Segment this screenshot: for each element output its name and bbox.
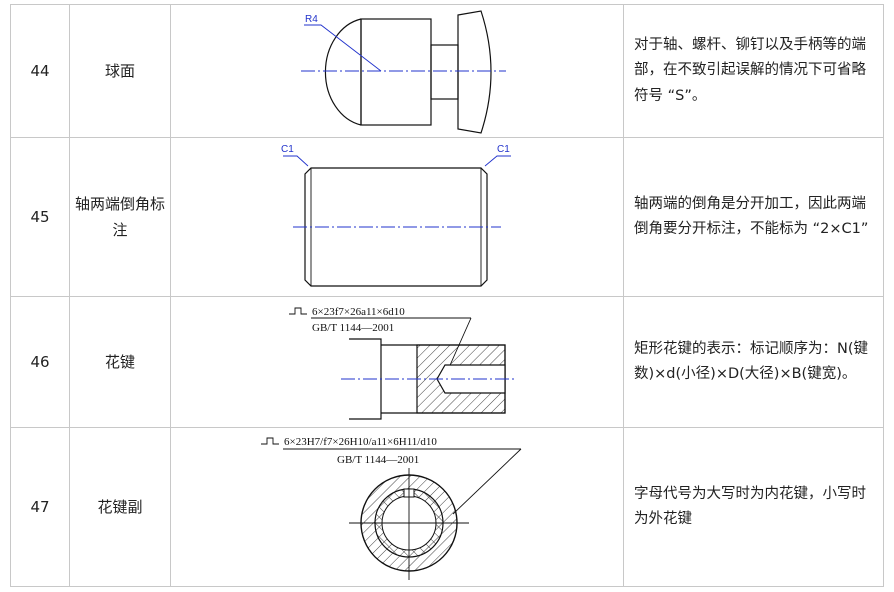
row-name: 球面: [69, 4, 171, 138]
spline-standard: GB/T 1144—2001: [312, 322, 394, 334]
spline-symbol-icon: [289, 307, 307, 315]
row-name: 轴两端倒角标注: [69, 137, 171, 297]
row-number: 44: [10, 4, 70, 138]
reference-table: 44 球面 R4 对于轴、螺杆、铆钉以及手柄等的端部，在不致引起误解的情况下可省…: [10, 4, 884, 587]
row-name: 花键副: [69, 427, 171, 587]
row-number: 45: [10, 137, 70, 297]
row-description: 字母代号为大写时为内花键，小写时为外花键: [623, 427, 884, 587]
table-row: 45 轴两端倒角标注 C1 C1 轴两端的倒角是分开加工，因此两端倒角要分开标注…: [10, 137, 884, 297]
row-description: 对于轴、螺杆、铆钉以及手柄等的端部，在不致引起误解的情况下可省略符号 “S”。: [623, 4, 884, 138]
chamfer-figure: C1 C1: [170, 137, 624, 297]
spherical-end-figure: R4: [170, 4, 624, 138]
chamfer-label-left: C1: [281, 144, 294, 155]
spline-figure: 6×23f7×26a11×6d10 GB/T 1144—2001: [170, 296, 624, 428]
row-name: 花键: [69, 296, 171, 428]
bore-outline: [436, 364, 506, 394]
row-number: 46: [10, 296, 70, 428]
chamfer-label-right: C1: [497, 144, 510, 155]
head-outline: [457, 10, 492, 134]
row-number: 47: [10, 427, 70, 587]
chamfer-drawing: C1 C1: [281, 144, 511, 287]
table-row: 46 花键 6×23f7×26a11×6d10 GB/T 1144—2001: [10, 296, 884, 428]
spline-symbol-icon: [261, 437, 279, 445]
radius-label: R4: [305, 14, 318, 25]
chamfer-leader-right: [484, 155, 511, 167]
spline-code: 6×23H7/f7×26H10/a11×6H11/d10: [284, 436, 437, 448]
spline-pair-drawing: 6×23H7/f7×26H10/a11×6H11/d10 GB/T 1144—2…: [261, 436, 522, 580]
leader-line: [452, 448, 522, 515]
spline-standard: GB/T 1144—2001: [337, 454, 419, 466]
body-outline: [360, 18, 432, 126]
spline-code: 6×23f7×26a11×6d10: [312, 306, 405, 318]
row-description: 轴两端的倒角是分开加工，因此两端倒角要分开标注，不能标为 “2×C1”: [623, 137, 884, 297]
neck-outline: [430, 44, 459, 100]
chamfer-leader-left: [283, 155, 309, 167]
sphere-arc: [324, 18, 362, 126]
table-row: 44 球面 R4 对于轴、螺杆、铆钉以及手柄等的端部，在不致引起误解的情况下可省…: [10, 4, 884, 138]
spline-drawing: 6×23f7×26a11×6d10 GB/T 1144—2001: [289, 306, 516, 420]
row-description: 矩形花键的表示：标记顺序为：N(键数)×d(小径)×D(大径)×B(键宽)。: [623, 296, 884, 428]
spherical-end-drawing: R4: [301, 10, 506, 134]
table-row: 47 花键副 6×23H7/f7×26H10/a11×6H11/d10 GB/T…: [10, 427, 884, 587]
radius-leader: [304, 24, 382, 72]
spline-pair-figure: 6×23H7/f7×26H10/a11×6H11/d10 GB/T 1144—2…: [170, 427, 624, 587]
